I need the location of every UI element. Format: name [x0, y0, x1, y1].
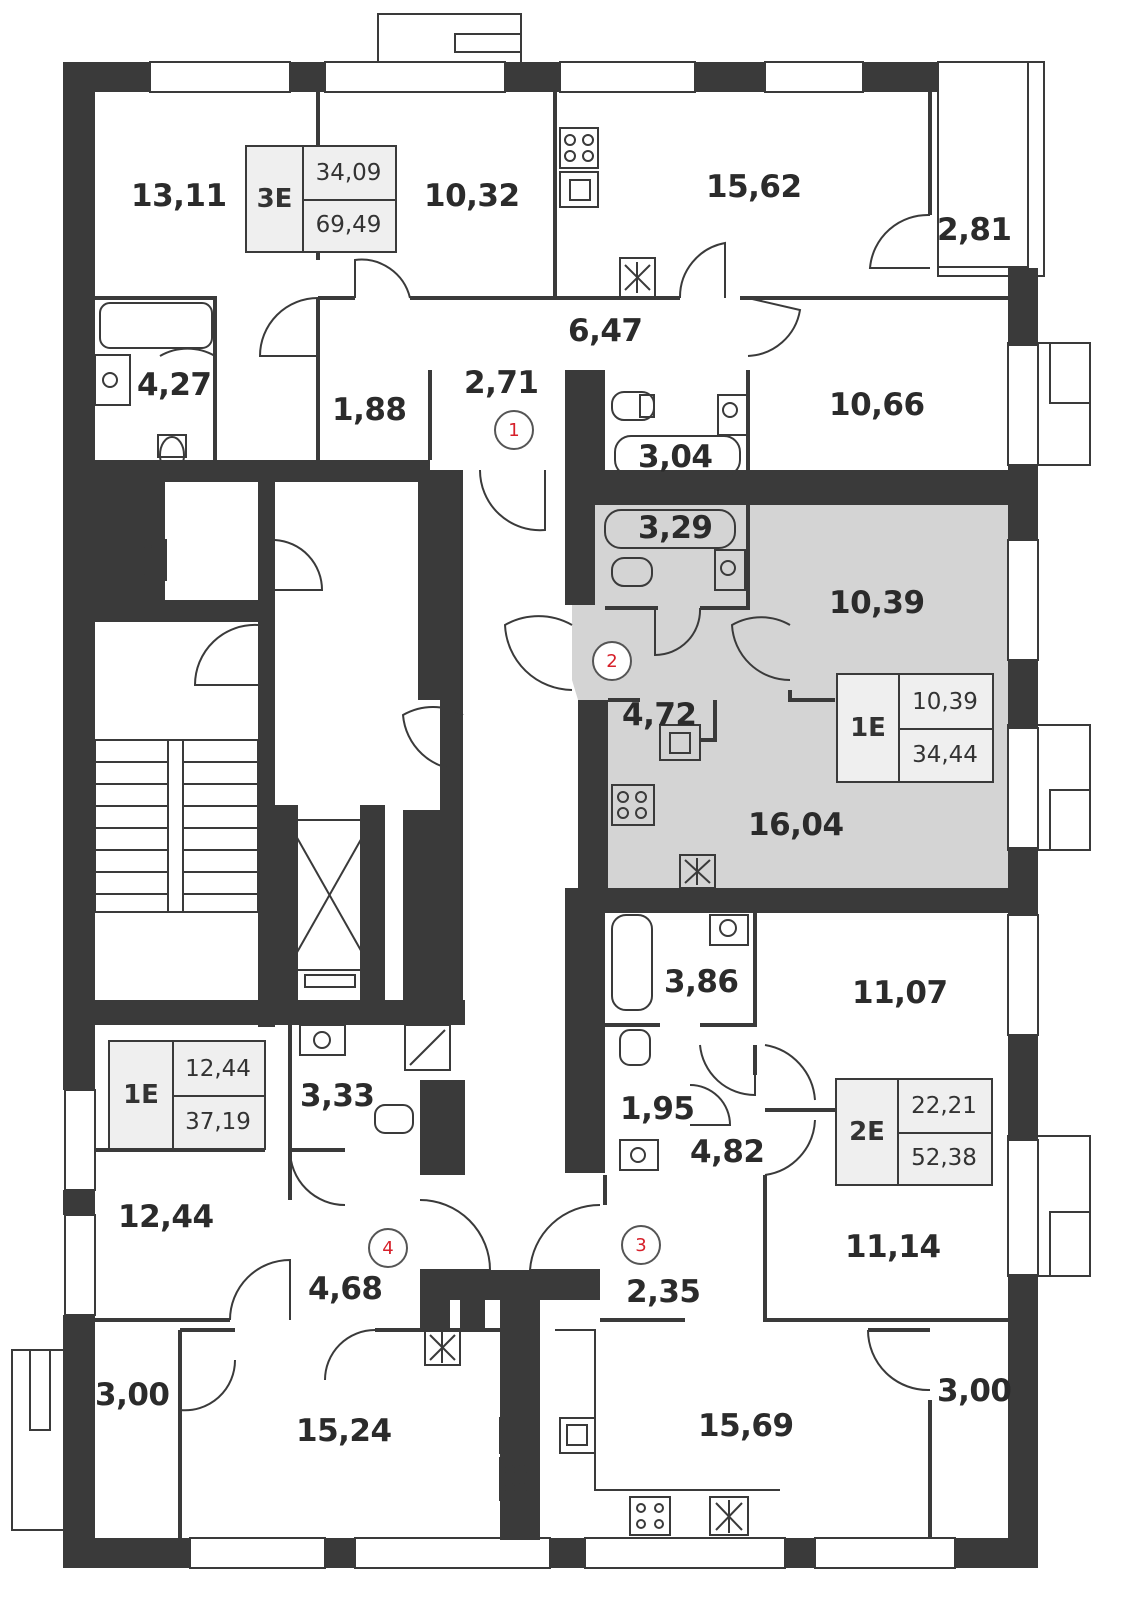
- room-area-label: 15,69: [698, 1408, 794, 1444]
- apartment-type: 2E: [837, 1080, 899, 1184]
- room-area-label: 2,81: [937, 212, 1012, 248]
- sink-icon: [94, 354, 131, 406]
- doors: [159, 213, 931, 1412]
- room-area-label: 3,04: [638, 439, 713, 475]
- sink-icon: [299, 1024, 346, 1056]
- room-area-label: 2,71: [464, 365, 539, 401]
- kitchen-stove-icon: [499, 1457, 531, 1501]
- total-area: 69,49: [315, 212, 382, 238]
- sink-icon: [499, 1417, 531, 1454]
- toilet-icon: [611, 391, 655, 421]
- room-area-label: 15,62: [706, 169, 802, 205]
- sink-icon: [709, 914, 749, 946]
- sanitary-fixtures: [94, 127, 780, 1536]
- elevator-icon: [282, 819, 377, 988]
- windows: [64, 61, 1039, 1569]
- ventilation-icon: [679, 854, 716, 889]
- kitchen-stove-icon: [629, 1496, 671, 1536]
- kitchen-stove-icon: [611, 784, 655, 826]
- sink-icon: [714, 549, 746, 591]
- living-area: 12,44: [172, 1042, 264, 1097]
- room-area-label: 3,86: [664, 964, 739, 1000]
- partitions: [95, 92, 1008, 1538]
- room-area-label: 3,33: [300, 1078, 375, 1114]
- sink-icon: [717, 394, 749, 436]
- apartment-number-marker: 3: [621, 1225, 661, 1265]
- living-area: 22,21: [897, 1080, 991, 1134]
- room-area-label: 10,39: [829, 585, 925, 621]
- total-area: 52,38: [911, 1145, 977, 1171]
- room-area-label: 1,95: [620, 1091, 695, 1127]
- room-area-label: 13,11: [131, 178, 227, 214]
- bathtub-icon: [614, 435, 741, 477]
- apartment-badge-2e: 2E 22,21 52,38: [835, 1078, 993, 1186]
- toilet-icon: [157, 434, 187, 474]
- room-area-label: 4,72: [622, 697, 697, 733]
- bathtub-icon: [604, 509, 736, 549]
- room-area-label: 6,47: [568, 313, 643, 349]
- room-area-label: 10,66: [829, 387, 925, 423]
- total-area: 37,19: [185, 1108, 251, 1135]
- apartment-type: 1E: [838, 675, 900, 781]
- room-area-label: 12,44: [118, 1199, 214, 1235]
- ventilation-icon: [709, 1496, 749, 1536]
- apartment-badge-3e: 3E 34,09 69,49: [245, 145, 397, 253]
- sink-icon: [659, 724, 701, 761]
- room-area-label: 3,00: [95, 1377, 170, 1413]
- apartment-type: 1E: [110, 1042, 174, 1148]
- staircase-icon: [94, 739, 259, 913]
- living-area: 10,39: [898, 675, 992, 730]
- toilet-icon: [619, 1029, 651, 1066]
- sink-icon: [619, 1139, 659, 1171]
- total-area: 34,44: [912, 741, 978, 768]
- room-area-label: 4,68: [308, 1271, 383, 1307]
- apartment-type: 3E: [247, 147, 304, 251]
- room-area-label: 15,24: [296, 1413, 392, 1449]
- room-area-label: 4,27: [137, 367, 212, 403]
- ventilation-icon: [424, 1329, 461, 1366]
- apartment-badge-1e-left: 1E 12,44 37,19: [108, 1040, 266, 1150]
- room-area-label: 16,04: [748, 807, 844, 843]
- room-area-label: 4,82: [690, 1134, 765, 1170]
- room-area-label: 10,32: [424, 178, 520, 214]
- interior-walls: [95, 370, 1008, 1540]
- apartment-number-marker: 2: [592, 641, 632, 681]
- room-area-label: 11,14: [845, 1229, 941, 1265]
- apartment-badge-1e-top: 1E 10,39 34,44: [836, 673, 994, 783]
- toilet-icon: [374, 1104, 414, 1134]
- toilet-icon: [129, 539, 167, 581]
- room-area-label: 1,88: [332, 392, 407, 428]
- bathtub-icon: [99, 302, 213, 349]
- room-area-label: 2,35: [626, 1274, 701, 1310]
- bathtub-icon: [611, 914, 653, 1011]
- living-area: 34,09: [302, 147, 395, 201]
- shower-icon: [404, 1024, 451, 1071]
- ventilation-icon: [619, 257, 656, 299]
- room-area-label: 3,29: [638, 510, 713, 546]
- room-area-label: 3,00: [937, 1373, 1012, 1409]
- sink-icon: [559, 1417, 596, 1454]
- kitchen-stove-icon: [559, 127, 599, 169]
- sink-icon: [559, 171, 599, 208]
- apartment-number-marker: 1: [494, 410, 534, 450]
- room-area-label: 11,07: [852, 975, 948, 1011]
- exterior-walls: [63, 62, 1038, 1568]
- toilet-icon: [611, 557, 653, 587]
- apartment-number-marker: 4: [368, 1228, 408, 1268]
